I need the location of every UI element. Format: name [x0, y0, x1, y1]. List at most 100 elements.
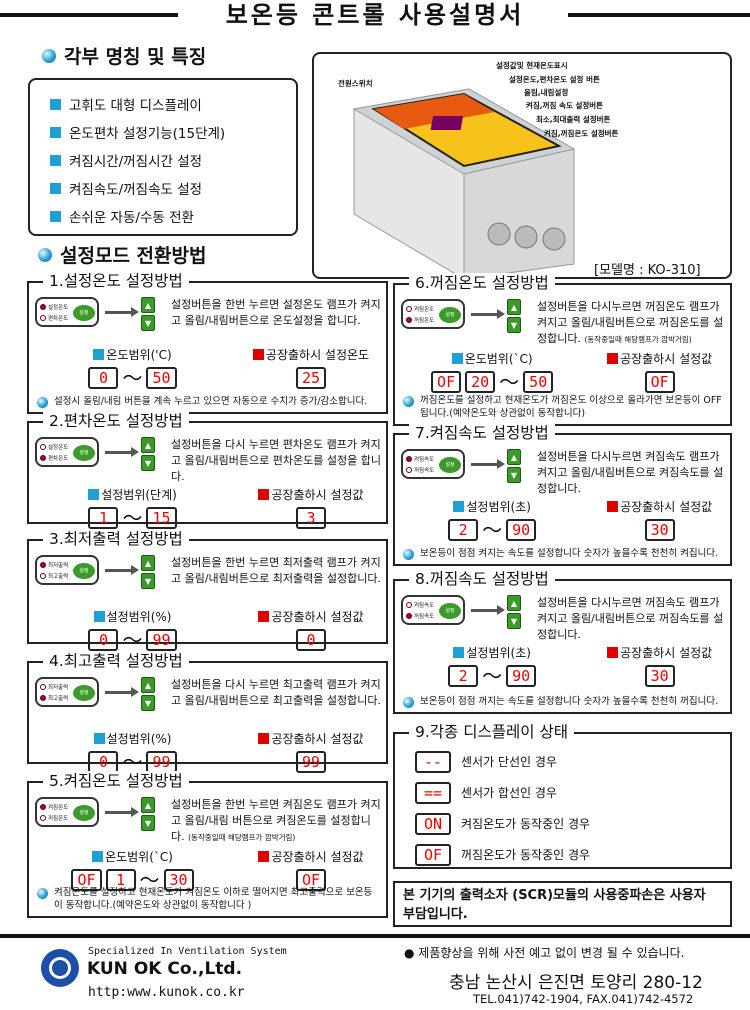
range-column: 온도범위('C)0〜50	[29, 345, 236, 389]
product-image-box: 전원스위치 설정값및 현재온도표시 설정온도,편차온도 설정 버튼 올림,내림설…	[312, 52, 732, 279]
square-bullet-icon	[50, 154, 61, 166]
up-button[interactable]: ▲	[507, 595, 521, 611]
status-text: 꺼짐온도가 동작중인 경우	[461, 848, 591, 862]
section-note: 보온등이 점점 꺼지는 속도를 설정합니다 숫자가 높을수록 천천히 꺼집니다.	[403, 695, 724, 708]
note-text: 설정시 올림/내림 버튼을 계속 누르고 있으면 자동으로 수치가 증가/감소합…	[54, 396, 368, 407]
section-title: 8.꺼짐속도 설정방법	[409, 569, 555, 589]
features-heading-text: 각부 명칭 및 특징	[64, 46, 207, 68]
range-column: 설정범위(단계)1〜15	[29, 485, 236, 529]
lamp-dot-icon	[406, 306, 412, 312]
company-url[interactable]: http:www.kunok.co.kr	[88, 985, 245, 1000]
range-max-display: 15	[146, 507, 177, 529]
section-title: 6.꺼짐온도 설정방법	[409, 273, 555, 293]
range-max-display: 50	[146, 367, 177, 389]
up-button[interactable]: ▲	[141, 437, 155, 453]
feature-text: 고휘도 대형 디스플레이	[69, 98, 202, 114]
down-button[interactable]: ▼	[141, 695, 155, 711]
lamp-dot-icon	[406, 613, 412, 619]
disclaimer: ● 제품향상을 위해 사전 예고 없이 변경 될 수 있습니다.	[404, 946, 685, 960]
part-label: 전원스위치	[338, 79, 373, 88]
up-button[interactable]: ▲	[507, 299, 521, 315]
lamp-dot-icon	[40, 815, 46, 821]
up-button[interactable]: ▲	[507, 449, 521, 465]
range-label: 온도범위(`C)	[464, 351, 533, 366]
down-button[interactable]: ▼	[507, 317, 521, 333]
model-name: [모델명 : KO-310]	[594, 263, 701, 278]
factory-label: 공장출하시 설정값	[271, 609, 364, 624]
lamp-label: 최고출력	[48, 574, 69, 580]
set-button[interactable]: 설정	[73, 685, 95, 701]
instruction-text: 설정버튼을 다시 누르면 최고출력 램프가 켜지고 올림/내림버튼으로 최고출력…	[171, 677, 382, 709]
set-button[interactable]: 설정	[73, 445, 95, 461]
set-button[interactable]: 설정	[73, 563, 95, 579]
up-button[interactable]: ▲	[141, 677, 155, 693]
range-label: 설정범위(%)	[106, 731, 172, 746]
range-label: 온도범위('C)	[106, 347, 172, 362]
down-button[interactable]: ▼	[141, 815, 155, 831]
instruction-text: 설정버튼을 다시 누르면 편차온도 램프가 켜지고 올림/내림버튼으로 편차온도…	[171, 437, 382, 485]
set-button[interactable]: 설정	[73, 305, 95, 321]
features-heading: 각부 명칭 및 특징	[42, 42, 206, 69]
status-text: 켜짐온도가 동작중인 경우	[461, 817, 591, 831]
set-button[interactable]: 설정	[439, 603, 461, 619]
range-min-display: 1	[105, 869, 136, 891]
part-label: 켜짐,꺼짐온도 설정버튼	[544, 129, 619, 138]
lamp-label: 꺼짐속도	[414, 614, 435, 620]
bullet-icon	[37, 888, 48, 899]
lamp-dot-icon	[40, 444, 46, 450]
lamp-dot-icon	[40, 562, 46, 568]
down-button[interactable]: ▼	[507, 613, 521, 629]
set-button[interactable]: 설정	[73, 805, 95, 821]
blue-square-icon	[453, 500, 465, 512]
range-separator: 〜	[139, 868, 160, 892]
set-button[interactable]: 설정	[439, 307, 461, 323]
bullet-icon	[42, 48, 56, 63]
arrow-right-icon	[105, 687, 139, 697]
phone-fax: TEL.041)742-1904, FAX.041)742-4572	[473, 992, 694, 1006]
lamp-label: 꺼짐속도	[414, 468, 435, 474]
up-button[interactable]: ▲	[141, 555, 155, 571]
factory-value-display: 3	[296, 507, 327, 529]
factory-value-display: 30	[644, 519, 675, 541]
down-button[interactable]: ▼	[507, 467, 521, 483]
up-button[interactable]: ▲	[141, 797, 155, 813]
lamp-dot-icon	[40, 455, 46, 461]
lamp-dot-icon	[40, 573, 46, 579]
range-max-display: 90	[506, 665, 537, 687]
instruction-text: 설정버튼을 한번 누르면 설정온도 램프가 켜지고 올림/내림버튼으로 온도설정…	[171, 297, 382, 329]
up-button[interactable]: ▲	[141, 297, 155, 313]
range-column: 설정범위(초)2〜90	[395, 497, 589, 541]
up-down-buttons: ▲▼	[141, 297, 155, 331]
red-square-icon	[258, 488, 270, 500]
range-separator: 〜	[482, 518, 503, 542]
down-button[interactable]: ▼	[141, 315, 155, 331]
lamp-label: 켜짐온도	[414, 307, 435, 313]
lamp-label: 꺼짐온도	[48, 816, 69, 822]
down-button[interactable]: ▼	[141, 455, 155, 471]
red-square-icon	[258, 610, 270, 622]
section-title: 9.각종 디스플레이 상태	[409, 722, 574, 742]
set-button[interactable]: 설정	[439, 457, 461, 473]
instruction-text: 설정버튼을 다시누르면 켜짐속도 램프가 켜지고 올림/내림버튼으로 켜짐속도를…	[537, 449, 726, 497]
factory-label: 공장출하시 설정값	[271, 849, 364, 864]
lamp-label: 꺼짐온도	[414, 318, 435, 324]
status-code: ON	[415, 812, 451, 835]
section-note: 켜짐온도를 설정하고 현재온도가 켜짐온도 이하로 떨어지면 최고출력으로 보온…	[37, 886, 380, 912]
lamp-label: 편차온도	[48, 456, 69, 462]
range-min-display: 0	[88, 367, 119, 389]
note-text: 꺼짐온도를 설정하고 현재온도가 꺼짐온도 이상으로 올라가면 보온등이 OFF…	[420, 395, 722, 419]
lamp-indicator: 꺼짐온도	[40, 814, 68, 822]
down-button[interactable]: ▼	[141, 573, 155, 589]
status-code: OF	[415, 843, 451, 866]
section-title: 3.최저출력 설정방법	[43, 529, 189, 549]
status-text: 센서가 단선인 경우	[461, 755, 557, 769]
up-down-buttons: ▲▼	[507, 449, 521, 483]
